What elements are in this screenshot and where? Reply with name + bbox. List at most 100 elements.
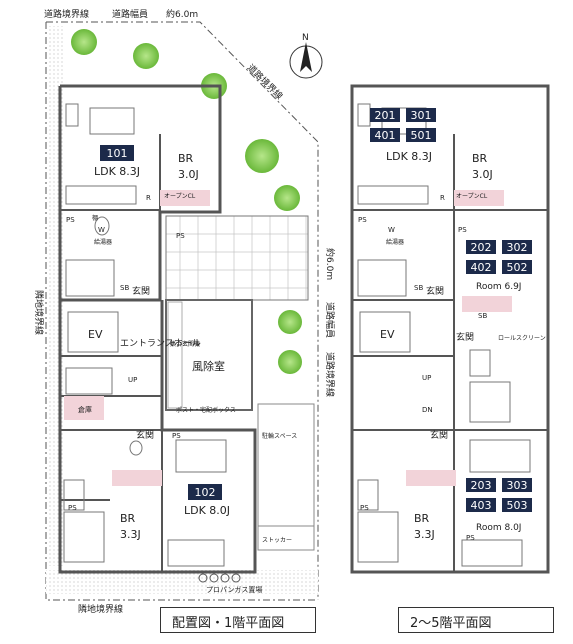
neighbor-boundary-bottom-label: 隣地境界線 [78, 603, 123, 615]
mailbox-label: 集合玄関機 [170, 340, 200, 348]
unit-301: 301 [411, 109, 432, 122]
road-width-right-value: 約6.0m [324, 248, 336, 280]
propane-tanks [198, 573, 241, 583]
ev-label: EV [88, 328, 103, 341]
road-boundary-right-label: 道路境界線 [324, 352, 336, 397]
br-bottom-size: 3.3J [120, 528, 141, 541]
br-bottom-label: BR [120, 512, 136, 525]
unit-201: 201 [375, 109, 396, 122]
genkan-1f-top: 玄関 [132, 285, 150, 297]
windbreak-room [165, 299, 253, 411]
unit-303: 303 [507, 479, 528, 492]
floor1-caption-frame [160, 607, 316, 633]
floor2-caption-frame [398, 607, 554, 633]
bike-space-label: 駐輪スペース [262, 432, 297, 440]
genkan-2f-a: 玄関 [426, 285, 444, 297]
unit-203-room: Room 8.0J [476, 523, 521, 533]
dn-2f: DN [422, 406, 433, 414]
unit-202-room: Room 6.9J [476, 282, 521, 292]
unit-102-room: LDK 8.0J [184, 504, 230, 517]
floor1-walls [58, 84, 257, 574]
r-2f: R [440, 194, 445, 202]
mailbox-unit [167, 301, 183, 409]
w-1f: W [98, 226, 105, 234]
br-2f-bottom-label: BR [414, 512, 430, 525]
ps-1f-a: PS [66, 216, 75, 224]
genkan-1f-bottom: 玄関 [136, 429, 154, 441]
entrance-approach-tiles [165, 215, 309, 301]
w-2f: W [388, 226, 395, 234]
floor1-fixtures [63, 103, 227, 567]
unit-501: 501 [411, 129, 432, 142]
unit-403: 403 [471, 499, 492, 512]
unit-102-number: 102 [195, 486, 216, 499]
north-label: N [302, 33, 309, 43]
ps-1f-c: PS [68, 504, 77, 512]
genkan-2f-c: 玄関 [430, 429, 448, 441]
unit-101-room: LDK 8.3J [94, 165, 140, 178]
unit-502: 502 [507, 261, 528, 274]
road-width-value: 約6.0m [166, 8, 198, 20]
up-1f: UP [128, 376, 137, 384]
open-cl-1f: オープンCL [164, 193, 196, 200]
unit-401: 401 [375, 129, 396, 142]
shelf-1f: 棚 [92, 214, 98, 222]
entrance-hall-label: エントランスホール [120, 338, 201, 349]
bike-space [257, 403, 315, 527]
storage-label: 倉庫 [78, 405, 92, 414]
road-boundary-diagonal-label: 道路境界線 [245, 62, 285, 102]
br-2f-bottom-size: 3.3J [414, 528, 435, 541]
stocker-area [257, 525, 315, 551]
unit-203: 203 [471, 479, 492, 492]
ps-2f-b: PS [458, 226, 467, 234]
floor2-caption: 2～5階平面図 [410, 616, 492, 631]
stocker-label: ストッカー [262, 537, 292, 544]
open-closet-2f-bottom [406, 470, 456, 486]
ps-1f-b: PS [176, 232, 185, 240]
open-closet-2f-top [454, 190, 504, 206]
propane-label: プロパンガス置場 [206, 585, 262, 594]
ps-2f-c: PS [360, 504, 369, 512]
unit-503: 503 [507, 499, 528, 512]
floor1-caption: 配置図・1階平面図 [172, 616, 285, 631]
unit-101-badge [100, 145, 134, 161]
sb-2f-a: SB [414, 284, 423, 292]
genkan-2f-b: 玄関 [456, 331, 474, 343]
unit-402: 402 [471, 261, 492, 274]
br-2f-top-label: BR [472, 152, 488, 165]
water-heater-1f: 給湯器 [94, 238, 112, 246]
br-2f-top-size: 3.0J [472, 168, 493, 181]
ps-1f-d: PS [172, 432, 181, 440]
unit-block-202: 202 302 402 502 [466, 240, 532, 274]
br-top-label: BR [178, 152, 194, 165]
floor2-fixtures [357, 103, 531, 567]
storage-room [64, 396, 104, 420]
open-closet-top [160, 190, 210, 206]
entrance-hall-text: エントランスホール [120, 338, 201, 349]
up-2f: UP [422, 374, 431, 382]
roll-screen-label: ロールスクリーン [498, 335, 546, 342]
unit-201-room: LDK 8.3J [386, 150, 432, 163]
ps-2f-d: PS [466, 534, 475, 542]
unit-202: 202 [471, 241, 492, 254]
road-width-label: 道路幅員 [112, 8, 148, 20]
r-1f: R [146, 194, 151, 202]
road-width-right-label: 道路幅員 [324, 302, 336, 338]
unit-302: 302 [507, 241, 528, 254]
br-top-size: 3.0J [178, 168, 199, 181]
unit-block-203: 203 303 403 503 [466, 478, 532, 512]
water-heater-2f: 給湯器 [386, 238, 404, 246]
unit-block-201: 201 301 401 501 [370, 108, 436, 142]
unit-101-number: 101 [107, 147, 128, 160]
ev-2f-label: EV [380, 328, 395, 341]
sb-2f-b: SB [478, 312, 487, 320]
sb-1f: SB [120, 284, 129, 292]
open-cl-2f: オープンCL [456, 193, 488, 200]
floor2-walls [350, 84, 550, 574]
unit-102-badge [188, 484, 222, 500]
north-arrow-icon: N [289, 33, 323, 79]
open-closet-bottom [112, 470, 162, 486]
ps-2f-a: PS [358, 216, 367, 224]
windbreak-label: 風除室 [192, 359, 225, 373]
